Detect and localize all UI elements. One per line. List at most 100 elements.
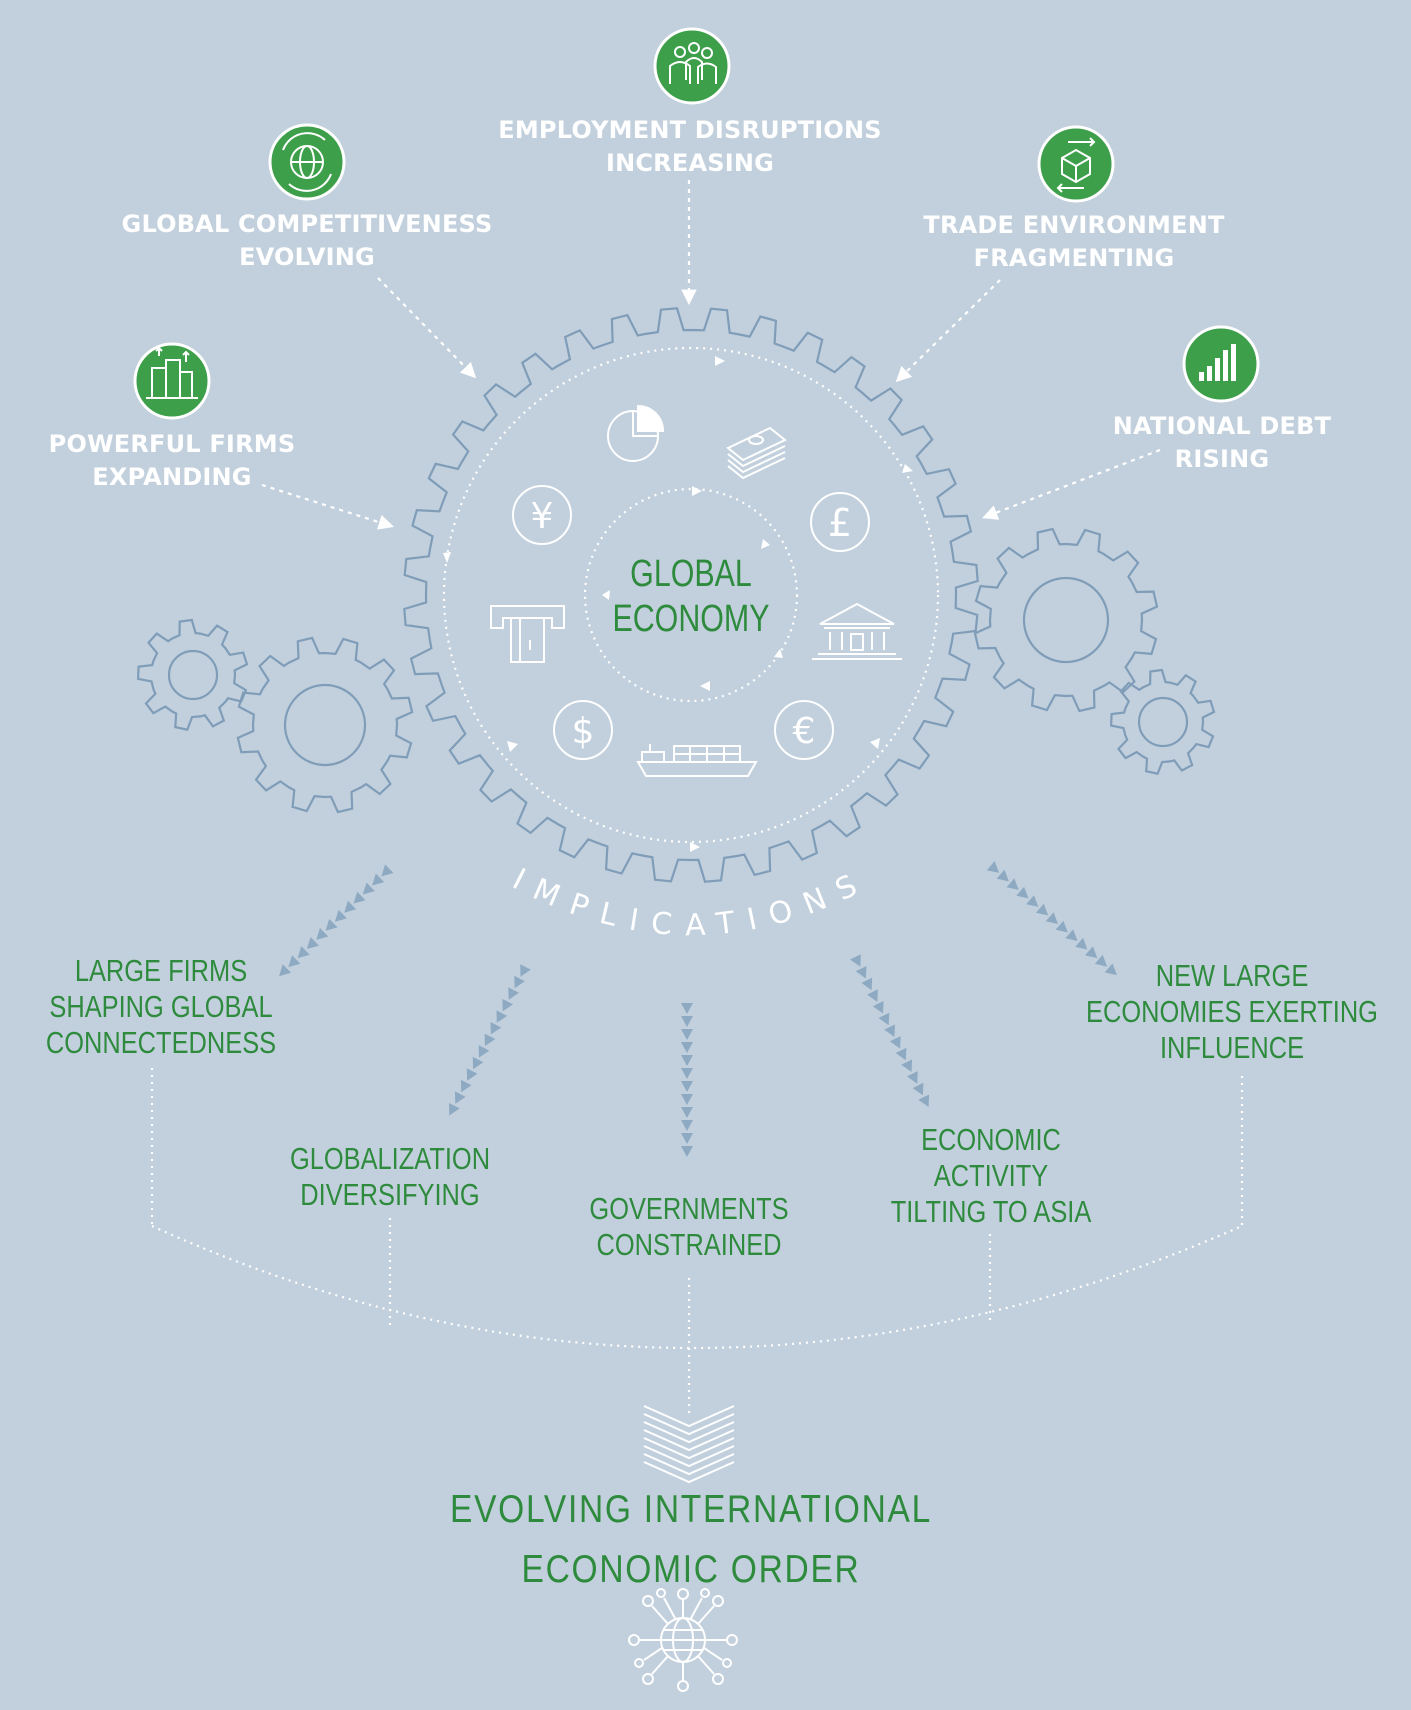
ring-arrowhead [715,356,725,366]
chevron-arrowhead [681,1120,693,1131]
implication-line: CONNECTEDNESS [45,1025,277,1060]
ring-arrowhead [602,590,610,600]
chevron-arrowhead [460,1079,472,1093]
money-stack-icon [726,426,787,480]
chevron-arrowhead [1065,929,1078,941]
driver-label-line: EMPLOYMENT DISRUPTIONS [498,116,882,144]
chevron-arrowhead [901,1059,913,1072]
trade-arrow [895,279,1001,383]
ring-arrowhead [690,842,700,852]
left-small-gear [136,618,249,731]
inner-rings [442,346,940,844]
chevron-arrowhead [478,1045,490,1058]
left-large-gear-hub [283,683,367,767]
implication-arrow-globalization [449,964,531,1116]
chevron-arrowhead [490,1022,502,1035]
implication-arrow-asia [850,954,930,1107]
implication-connectors [150,1068,1244,1418]
implication-line: TILTING TO ASIA [890,1194,1092,1229]
right-small-gear [1109,668,1216,775]
chevron-arrowhead [496,1010,508,1023]
chevron-arrowhead [472,1056,484,1070]
workers-group-icon [653,27,731,105]
implication-line: SHAPING GLOBAL [49,989,273,1024]
city-buildings-icon [133,342,211,420]
chevron-arrowhead [1026,895,1039,907]
driver-label-trade: TRADE ENVIRONMENT FRAGMENTING [923,209,1224,275]
chevron-arrowhead [895,1047,907,1061]
svg-text:¥: ¥ [531,496,554,537]
chevron-arrowhead [1016,886,1029,899]
implication-line: ACTIVITY [933,1158,1049,1193]
chevron-arrowhead [681,1107,693,1118]
chevron-arrowhead [288,955,301,968]
implication-line: INFLUENCE [1159,1030,1305,1065]
chevron-arrowhead [681,1081,693,1092]
chevron-arrowhead [372,873,385,886]
driver-label-line: TRADE ENVIRONMENT [923,211,1225,239]
chevron-arrowhead [325,918,338,931]
atm-card-icon [490,605,565,663]
right-large-gear [973,527,1159,713]
cargo-ship-icon [636,744,758,777]
yen-coin-icon: ¥ [512,485,572,545]
chevron-arrowhead [884,1024,895,1037]
svg-text:£: £ [828,501,852,545]
ring-arrowhead [870,738,880,749]
chevron-arrowhead [872,1001,884,1014]
chevron-arrowhead [918,1094,930,1107]
inner-dotted-ring [583,487,799,703]
implication-line: GOVERNMENTS [589,1191,789,1226]
ring-arrowhead [507,741,518,752]
chevron-arrowhead [1045,912,1058,924]
converge-chevrons-icon [643,1405,735,1484]
gears-group [136,307,1216,883]
debt-arrow [982,448,1161,520]
implication-arrow-new-economies [986,861,1117,976]
chevron-arrowhead [681,1068,693,1079]
chevron-arrowhead [867,989,878,1002]
implication-governments: GOVERNMENTS CONSTRAINED [589,1191,788,1263]
chevron-arrowhead [907,1071,918,1084]
chevron-arrowhead [316,927,329,940]
driver-label-line: POWERFUL FIRMS [48,430,296,458]
chevron-arrowhead [681,1029,693,1040]
ring-arrowhead [700,681,710,691]
chevron-arrowhead [681,1094,693,1105]
chevron-arrowhead [850,954,861,967]
chevron-arrowhead [306,937,319,949]
left-small-gear-hub [167,649,219,701]
globe-cycle-icon [268,123,346,201]
chevron-arrowhead [986,861,1000,873]
chevron-arrowhead [362,882,375,895]
driver-label-line: NATIONAL DEBT [1112,412,1332,440]
bank-building-icon [812,602,902,660]
svg-text:$: $ [572,711,595,752]
chevron-arrowhead [681,1003,693,1014]
chevron-arrowhead [1075,937,1088,950]
chevron-arrowhead [1055,920,1068,933]
chevron-arrowhead [1094,954,1108,967]
economy-icons: £ € $ [490,404,902,777]
chevron-arrowhead [681,1042,693,1053]
chevron-arrowhead [279,964,292,977]
driver-label-debt: NATIONAL DEBT RISING [1113,410,1331,476]
right-large-gear-hub [1022,576,1110,664]
chevron-arrowhead [344,900,357,913]
chevron-arrowhead [1006,878,1019,890]
right-small-gear-hub [1137,696,1189,748]
chevron-arrowhead [912,1082,924,1096]
implication-arrow-large-firms [279,864,394,977]
chevron-arrowhead [466,1068,478,1081]
chevron-arrowhead [681,1146,693,1157]
driver-icon-badges [133,27,1260,420]
driver-label-line: RISING [1174,445,1270,473]
outcome-title: EVOLVING INTERNATIONAL ECONOMIC ORDER [450,1480,932,1600]
ring-arrowhead [774,649,783,658]
implication-new-economies: NEW LARGE ECONOMIES EXERTING INFLUENCE [1086,958,1378,1066]
chevron-arrowhead [520,964,531,977]
driver-label-line: GLOBAL COMPETITIVENESS [121,210,493,238]
chevron-arrowhead [353,891,366,904]
implication-large-firms: LARGE FIRMS SHAPING GLOBAL CONNECTEDNESS [46,953,276,1061]
